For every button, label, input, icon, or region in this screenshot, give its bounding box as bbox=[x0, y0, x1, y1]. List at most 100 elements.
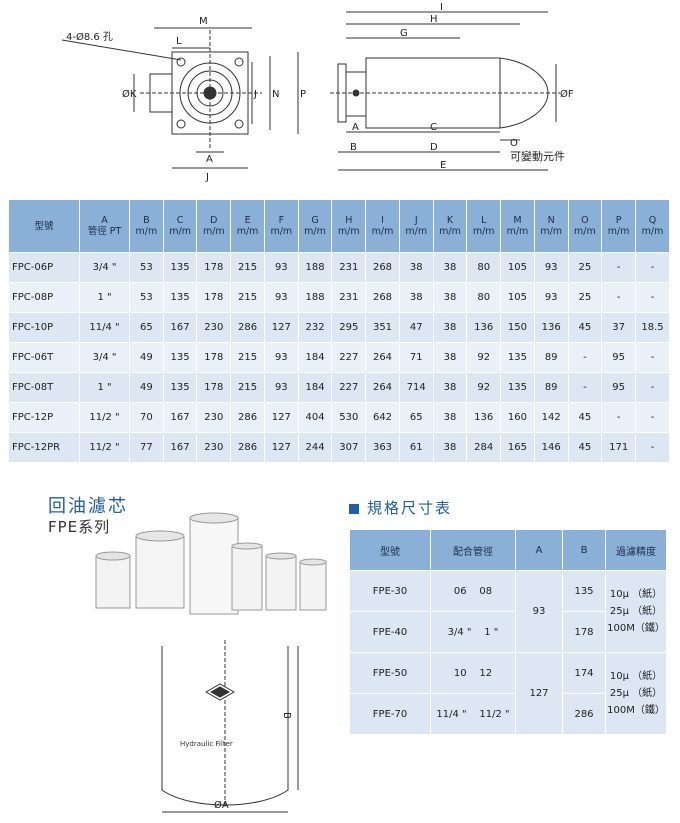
value-cell: 351 bbox=[365, 312, 400, 343]
value-cell: 65 bbox=[129, 312, 164, 343]
header-unit: m/m bbox=[135, 226, 158, 237]
model-cell: FPC-08P bbox=[7, 282, 81, 313]
value-cell: 404 bbox=[297, 402, 333, 433]
variable-element-label: 可變動元件 bbox=[510, 149, 565, 163]
value-cell: 53 bbox=[129, 282, 164, 313]
header-unit: m/m bbox=[472, 226, 495, 237]
value-cell: 89 bbox=[533, 372, 569, 403]
value-cell: 136 bbox=[533, 312, 569, 343]
header-unit: m/m bbox=[202, 226, 225, 237]
value-cell: 49 bbox=[129, 342, 164, 373]
value-cell: 45 bbox=[567, 402, 603, 433]
fpe-a-value: 93 bbox=[515, 570, 563, 653]
value-cell: 38 bbox=[432, 402, 468, 433]
value-cell: - bbox=[601, 402, 637, 433]
header-top: 型號 bbox=[34, 220, 54, 232]
value-cell: - bbox=[635, 342, 670, 373]
model-cell: FPC-06T bbox=[7, 342, 81, 373]
dim-J: J bbox=[253, 89, 257, 100]
value-cell: 135 bbox=[500, 342, 535, 373]
value-cell: 93 bbox=[263, 342, 299, 373]
dim-F: ØF bbox=[560, 88, 574, 100]
value-cell: 264 bbox=[365, 372, 400, 403]
dim-A-side: A bbox=[352, 122, 359, 133]
value-cell: 92 bbox=[466, 372, 502, 403]
value-cell: 45 bbox=[567, 312, 603, 343]
value-cell: 65 bbox=[398, 402, 434, 433]
value-cell: 136 bbox=[466, 402, 502, 433]
dim-D: D bbox=[430, 142, 438, 153]
value-cell: 127 bbox=[263, 402, 299, 433]
value-cell: 38 bbox=[432, 372, 468, 403]
value-cell: 135 bbox=[162, 252, 198, 283]
header-top: O bbox=[581, 215, 589, 226]
value-cell: 135 bbox=[162, 342, 198, 373]
header-unit: m/m bbox=[439, 226, 461, 237]
dim-N: N bbox=[272, 89, 279, 100]
header-top: A bbox=[101, 215, 108, 226]
value-cell: 286 bbox=[230, 312, 265, 343]
fpe-spec-table: 型號 配合管徑 A B 過濾精度 FPE-30 06 08 93 135 10μ… bbox=[349, 529, 667, 735]
fpe-header-model: 型號 bbox=[349, 529, 431, 571]
value-cell: 178 bbox=[196, 252, 232, 283]
header-unit: m/m bbox=[304, 226, 326, 237]
value-cell: 38 bbox=[432, 432, 468, 463]
header-top: Q bbox=[648, 215, 657, 226]
dim-P: P bbox=[300, 89, 306, 100]
fpe-b-value: 135 bbox=[562, 570, 606, 612]
value-cell: 307 bbox=[331, 432, 367, 463]
value-cell: 11/2 " bbox=[79, 402, 130, 433]
value-cell: 230 bbox=[196, 402, 232, 433]
value-cell: 38 bbox=[398, 252, 434, 283]
value-cell: 135 bbox=[162, 282, 198, 313]
value-cell: 184 bbox=[297, 372, 333, 403]
fpe-title-text: 規格尺寸表 bbox=[367, 499, 453, 517]
value-cell: 286 bbox=[230, 432, 265, 463]
value-cell: 1 " bbox=[79, 372, 130, 403]
header-unit: m/m bbox=[371, 226, 394, 237]
value-cell: 38 bbox=[398, 282, 434, 313]
header-top: N bbox=[547, 215, 555, 226]
value-cell: 37 bbox=[601, 312, 637, 343]
header-top: C bbox=[176, 215, 184, 226]
fpe-precision: 10μ （紙） 25μ （紙） 100M（鐵） bbox=[605, 652, 667, 735]
header-top: P bbox=[615, 215, 622, 226]
value-cell: 3/4 " bbox=[79, 252, 130, 283]
value-cell: 38 bbox=[432, 282, 468, 313]
value-cell: 178 bbox=[196, 372, 232, 403]
value-cell: 230 bbox=[196, 312, 232, 343]
value-cell: 11/2 " bbox=[79, 432, 130, 463]
dim-b-label: B bbox=[281, 712, 292, 719]
value-cell: 286 bbox=[230, 402, 265, 433]
value-cell: 714 bbox=[398, 372, 434, 403]
fpe-precision: 10μ （紙） 25μ （紙） 100M（鐵） bbox=[605, 570, 667, 653]
header-top: K bbox=[446, 215, 454, 226]
value-cell: 215 bbox=[230, 342, 265, 373]
precision-line: 10μ （紙） bbox=[609, 671, 663, 682]
value-cell: 25 bbox=[567, 252, 603, 283]
header-top: I bbox=[381, 215, 384, 226]
fpe-pipe: 11/4 " 11/2 " bbox=[430, 693, 516, 735]
value-cell: 142 bbox=[533, 402, 569, 433]
dim-M: M bbox=[199, 16, 208, 27]
value-cell: 215 bbox=[230, 282, 265, 313]
fpe-b-value: 174 bbox=[562, 652, 606, 694]
filter-diagram: Hydraulic Filter ØA B bbox=[161, 640, 299, 813]
value-cell: 53 bbox=[129, 252, 164, 283]
dim-K: ØK bbox=[122, 88, 137, 100]
header-top: B bbox=[143, 215, 150, 226]
header-unit: m/m bbox=[337, 226, 360, 237]
value-cell: 80 bbox=[466, 282, 502, 313]
